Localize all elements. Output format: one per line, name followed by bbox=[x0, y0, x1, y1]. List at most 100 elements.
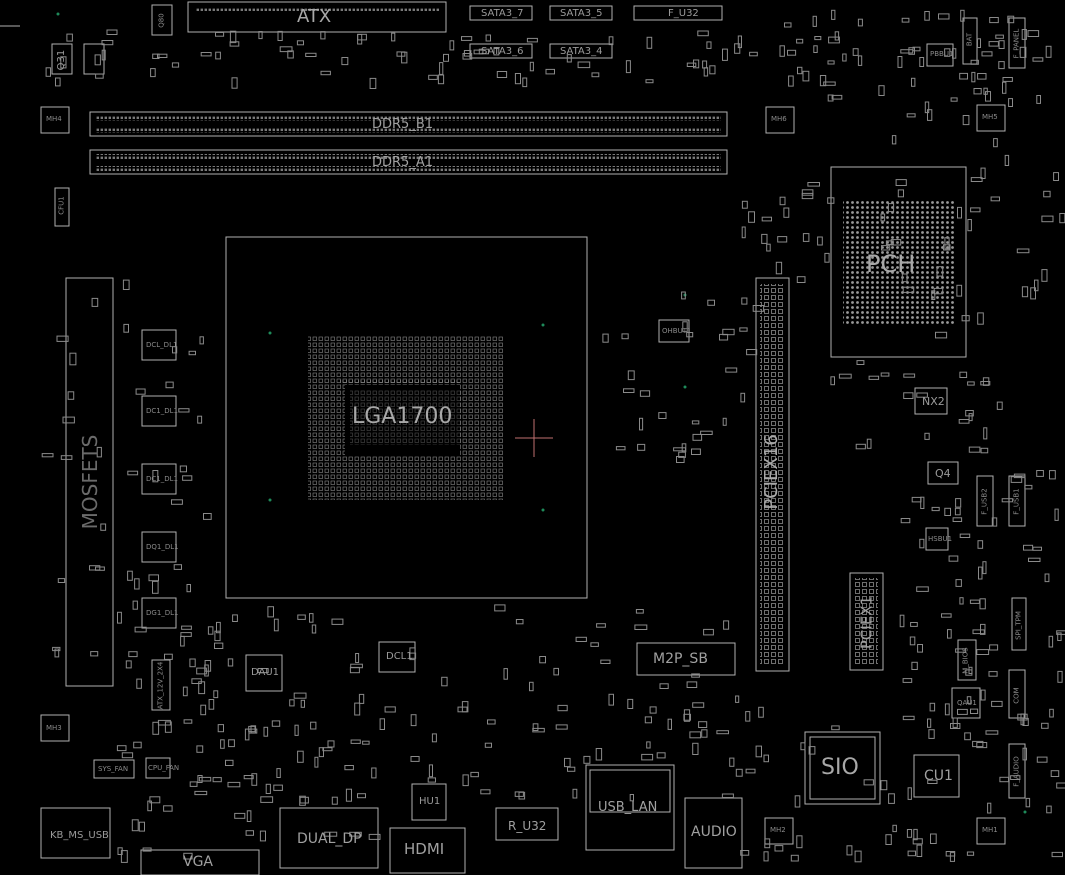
smd-pad bbox=[857, 55, 863, 66]
smd-pad bbox=[902, 715, 915, 721]
smd-pad bbox=[1036, 95, 1042, 104]
smd-pad bbox=[462, 53, 473, 60]
smd-pad bbox=[646, 36, 653, 49]
smd-pad bbox=[441, 676, 448, 687]
smd-pad bbox=[1041, 215, 1054, 223]
smd-pad bbox=[134, 578, 140, 590]
smd-pad bbox=[911, 496, 922, 503]
dc1-dl1-label: DC1_DL1 bbox=[146, 407, 178, 415]
smd-pad bbox=[1054, 508, 1059, 521]
smd-pad bbox=[959, 597, 964, 605]
pcie-x16-label: PCIEX16 bbox=[761, 434, 782, 510]
com-label: COM bbox=[1012, 687, 1021, 704]
smd-pad bbox=[885, 834, 892, 846]
smd-pad bbox=[943, 244, 951, 251]
smd-pad bbox=[692, 433, 703, 441]
smd-pad bbox=[567, 766, 576, 772]
smd-pad bbox=[790, 854, 799, 862]
smd-pad bbox=[716, 730, 730, 735]
smd-pad bbox=[927, 109, 933, 121]
smd-pad bbox=[197, 415, 203, 424]
smd-pad bbox=[191, 678, 202, 684]
smd-pad bbox=[890, 239, 902, 246]
smd-pad bbox=[1023, 544, 1034, 551]
smd-pad bbox=[950, 97, 958, 102]
r-u32-label: R_U32 bbox=[508, 819, 547, 833]
smd-pad bbox=[831, 9, 836, 20]
smd-pad bbox=[171, 499, 183, 505]
smd-pad bbox=[487, 719, 496, 725]
smd-pad bbox=[355, 653, 360, 663]
q31-label: Q31 bbox=[56, 49, 67, 71]
smd-pad bbox=[740, 850, 750, 856]
mh2-label: MH2 bbox=[770, 826, 786, 834]
smd-pad bbox=[1043, 190, 1051, 198]
smd-pad bbox=[198, 681, 206, 695]
smd-pad bbox=[208, 699, 215, 710]
smd-pad bbox=[723, 620, 730, 630]
smd-pad bbox=[625, 60, 631, 74]
sata-header-label: SATA3_6 bbox=[481, 46, 524, 57]
smd-pad bbox=[912, 46, 921, 52]
smd-pad bbox=[401, 51, 408, 64]
smd-pad bbox=[1048, 635, 1054, 648]
smd-pad bbox=[971, 71, 976, 83]
smd-pad bbox=[983, 427, 988, 440]
smd-pad bbox=[924, 432, 930, 440]
smd-pad bbox=[801, 189, 814, 196]
smd-pad bbox=[293, 692, 307, 699]
smd-pad bbox=[1010, 775, 1021, 781]
smd-pad bbox=[741, 226, 746, 239]
smd-pad bbox=[912, 838, 923, 845]
smd-pad bbox=[952, 517, 963, 522]
atx-connector-label: ATX bbox=[297, 6, 332, 27]
smd-pad bbox=[213, 690, 219, 699]
smd-pad bbox=[980, 447, 989, 454]
smd-pad bbox=[959, 72, 969, 80]
smd-pad bbox=[322, 747, 333, 752]
smd-pad bbox=[180, 635, 185, 647]
smd-pad bbox=[214, 630, 221, 642]
smd-pad bbox=[706, 41, 712, 49]
smd-pad bbox=[327, 740, 335, 748]
smd-pad bbox=[194, 790, 208, 796]
smd-pad bbox=[485, 34, 492, 42]
smd-pad bbox=[802, 70, 810, 82]
smd-pad bbox=[897, 56, 903, 68]
smd-pad bbox=[701, 729, 708, 738]
smd-pad bbox=[779, 196, 786, 206]
smd-pad bbox=[91, 297, 99, 307]
smd-pad bbox=[1053, 172, 1059, 182]
smd-pad bbox=[880, 780, 888, 791]
smd-pad bbox=[683, 709, 691, 722]
smd-pad bbox=[967, 219, 972, 232]
smd-pad bbox=[678, 451, 686, 458]
smd-pad bbox=[54, 648, 60, 658]
smd-pad bbox=[936, 266, 944, 277]
smd-pad bbox=[801, 192, 814, 200]
smd-pad bbox=[117, 611, 122, 624]
smd-pad bbox=[976, 742, 988, 749]
smd-pad bbox=[892, 824, 897, 833]
smd-pad bbox=[427, 777, 437, 783]
smd-pad bbox=[1056, 630, 1065, 635]
smd-pad bbox=[966, 851, 975, 856]
smd-pad bbox=[526, 37, 538, 43]
smd-pad bbox=[990, 196, 1000, 202]
smd-pad bbox=[120, 850, 128, 863]
smd-pad bbox=[142, 847, 152, 852]
smd-pad bbox=[1030, 287, 1036, 300]
sata-header-label: SATA3_7 bbox=[481, 8, 524, 19]
smd-pad bbox=[121, 752, 134, 759]
smd-pad bbox=[69, 352, 77, 366]
smd-pad bbox=[903, 392, 914, 399]
smd-pad bbox=[745, 768, 756, 774]
smd-pad bbox=[722, 48, 728, 61]
smd-pad bbox=[470, 771, 479, 778]
smd-pad bbox=[331, 796, 338, 805]
smd-pad bbox=[977, 38, 981, 48]
smd-pad bbox=[171, 62, 180, 68]
smd-pad bbox=[200, 704, 207, 716]
smd-pad bbox=[572, 788, 578, 799]
smd-pad bbox=[1022, 717, 1029, 727]
